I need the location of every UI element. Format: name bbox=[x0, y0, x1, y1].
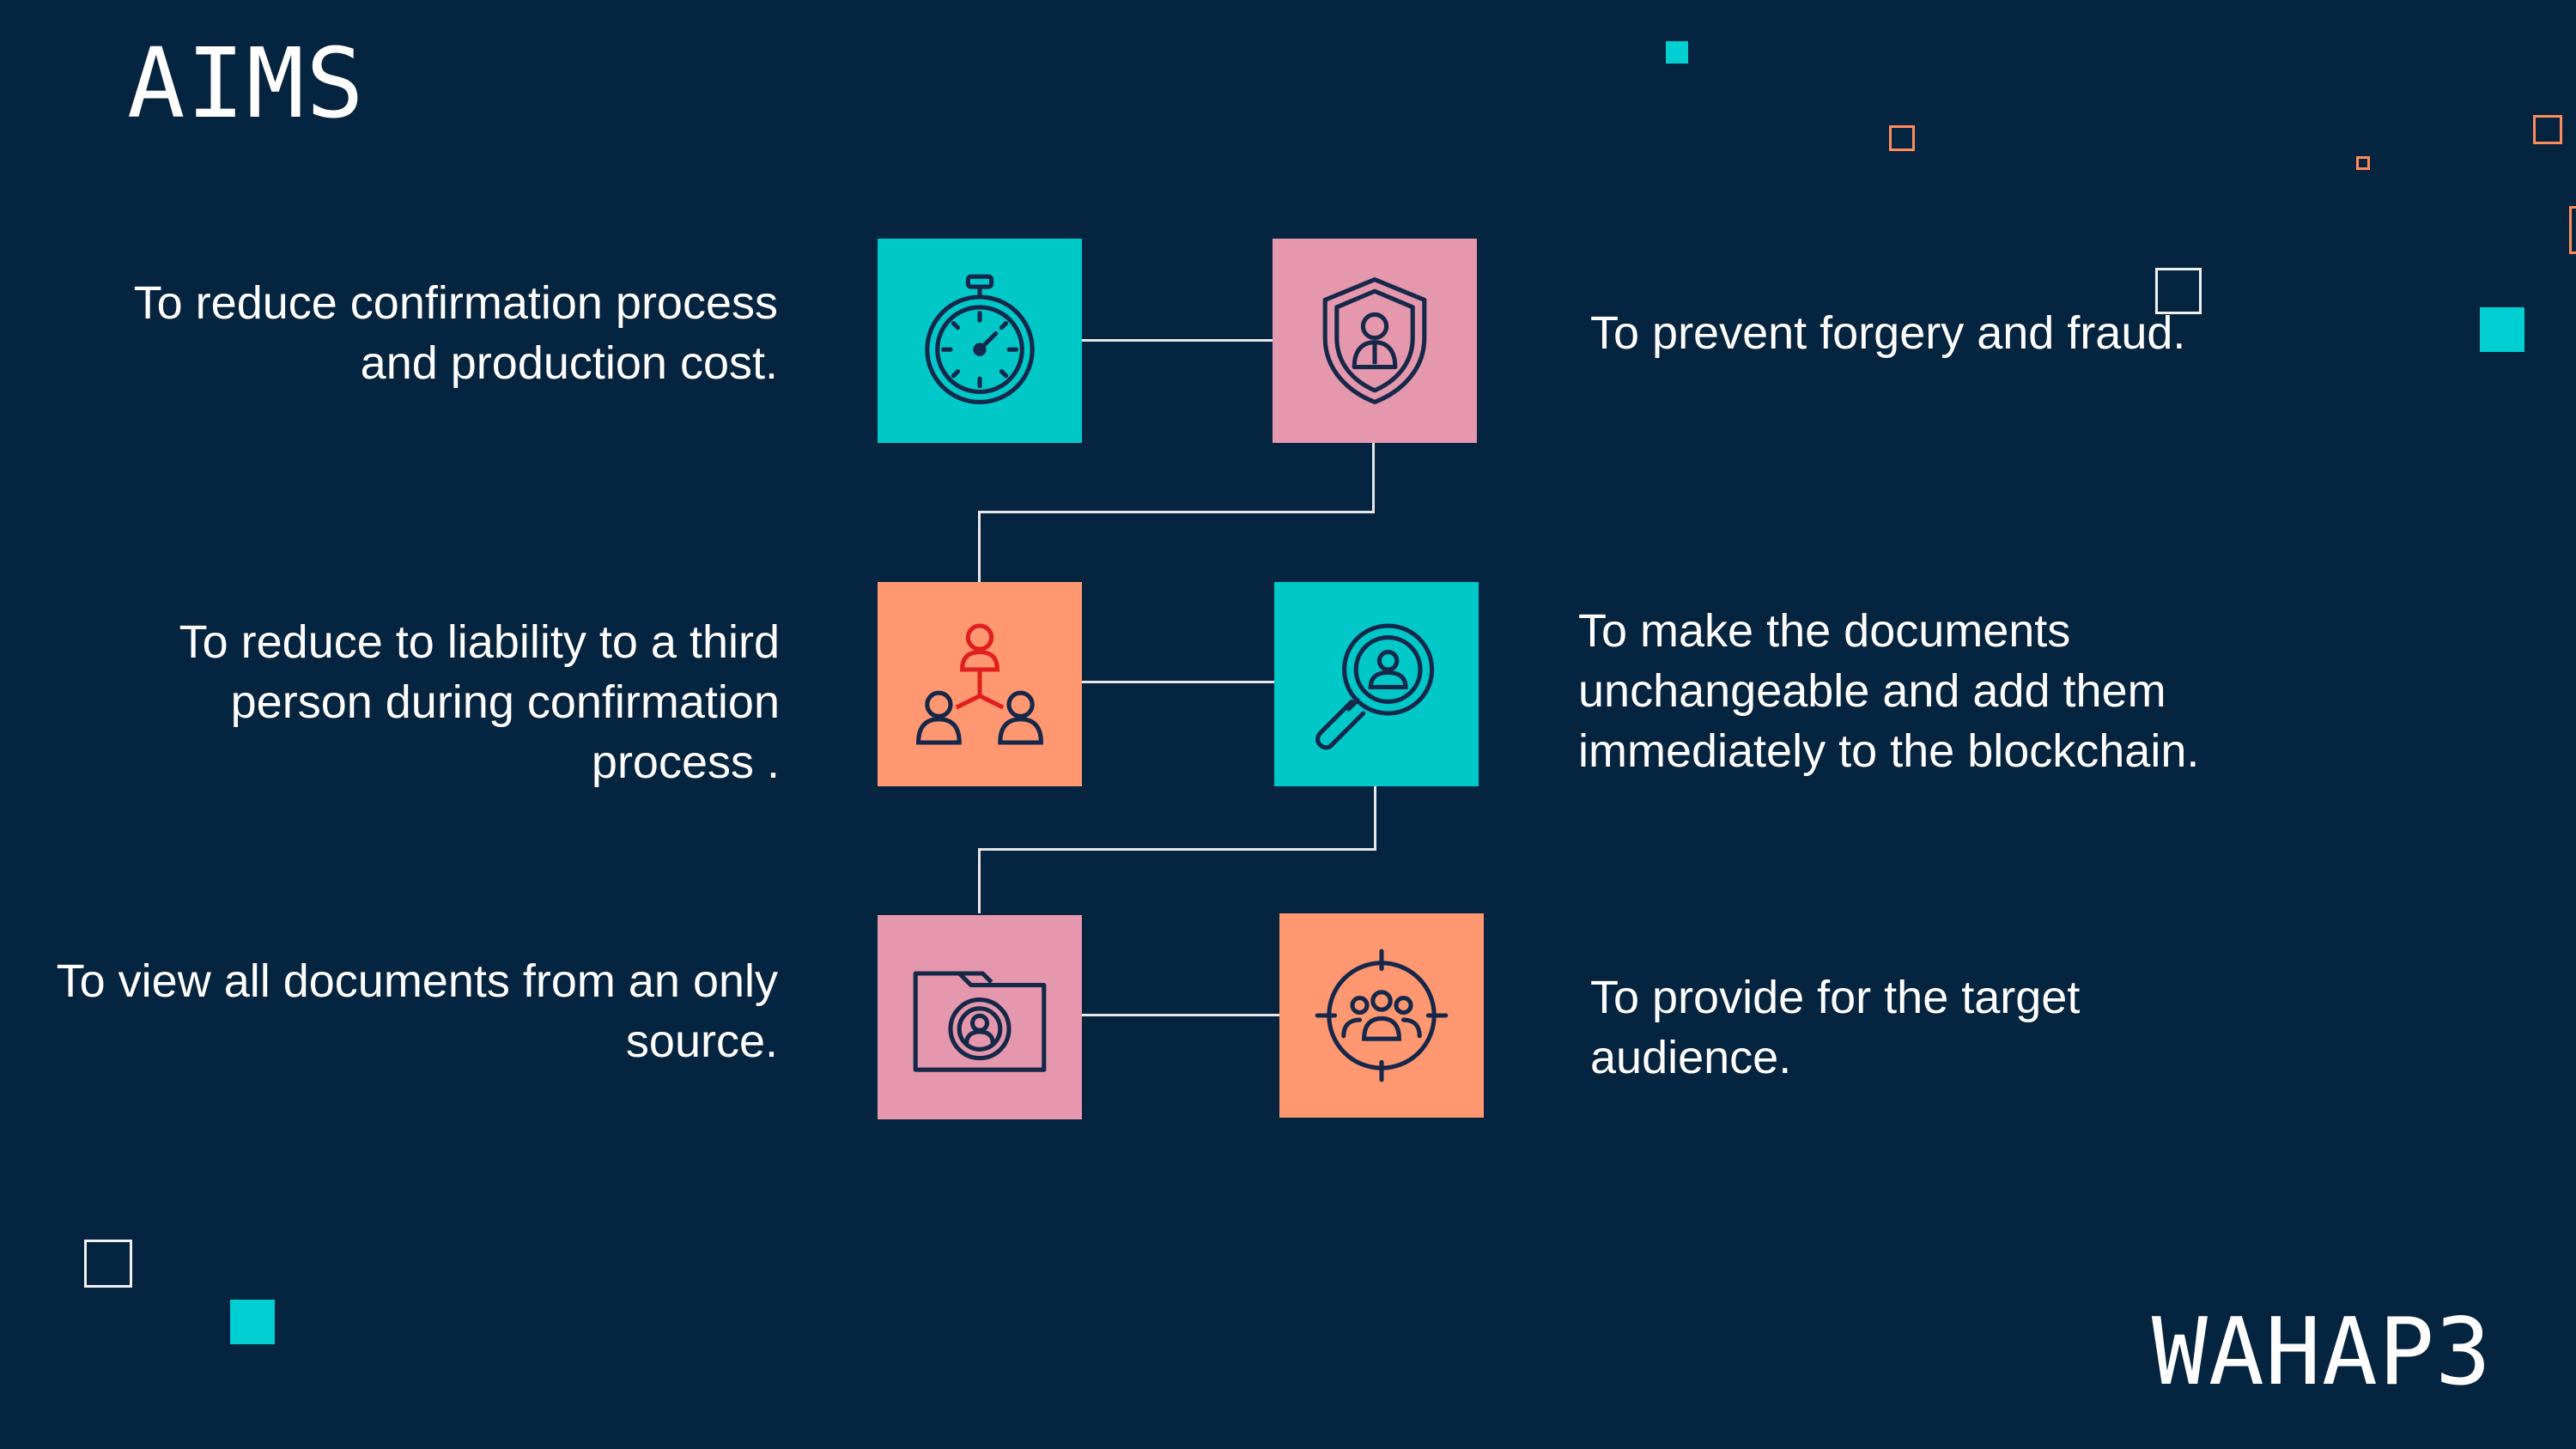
connector-line bbox=[978, 511, 981, 583]
decor-square bbox=[230, 1300, 275, 1344]
aim-left-3: To view all documents from an only sourc… bbox=[56, 955, 778, 1067]
decor-square bbox=[1666, 41, 1688, 64]
decor-square bbox=[1889, 125, 1915, 151]
magnifier-person-icon-box bbox=[1274, 582, 1479, 786]
shield-person-icon-box bbox=[1273, 239, 1477, 443]
connector-line bbox=[978, 848, 981, 913]
team-network-icon-box bbox=[878, 582, 1082, 786]
brand-logo-text: WAHAP3 bbox=[2151, 1299, 2492, 1406]
aim-left-2: To reduce to liability to a third person… bbox=[179, 616, 780, 788]
decor-square bbox=[2569, 206, 2576, 254]
shield-person-icon bbox=[1322, 277, 1427, 404]
decor-square bbox=[2533, 115, 2562, 144]
connector-line bbox=[1374, 785, 1376, 851]
aim-left-1: To reduce confirmation process and produ… bbox=[133, 277, 778, 389]
connector-line bbox=[978, 848, 1376, 851]
magnifier-person-icon bbox=[1315, 623, 1435, 750]
folder-user-icon-box bbox=[878, 915, 1082, 1119]
target-audience-icon bbox=[1315, 949, 1449, 1082]
decor-square bbox=[2356, 156, 2370, 170]
decor-square bbox=[2480, 307, 2524, 352]
slide-title: AIMS bbox=[127, 28, 366, 140]
target-audience-icon-box bbox=[1279, 913, 1484, 1118]
connector-line bbox=[1082, 681, 1274, 683]
aim-right-2: To make the documents unchangeable and a… bbox=[1578, 605, 2200, 777]
connector-line bbox=[1082, 339, 1273, 342]
folder-user-icon bbox=[913, 971, 1047, 1072]
stopwatch-icon bbox=[925, 274, 1035, 404]
team-network-icon bbox=[916, 623, 1043, 745]
aim-right-1: To prevent forgery and fraud. bbox=[1590, 307, 2186, 359]
stopwatch-icon-box bbox=[878, 239, 1082, 443]
decor-square bbox=[84, 1240, 132, 1288]
aim-right-3: To provide for the target audience. bbox=[1590, 972, 2081, 1083]
connector-line bbox=[1372, 443, 1375, 512]
decor-square bbox=[2155, 268, 2202, 314]
connector-line bbox=[978, 511, 1375, 513]
connector-line bbox=[1082, 1014, 1279, 1016]
